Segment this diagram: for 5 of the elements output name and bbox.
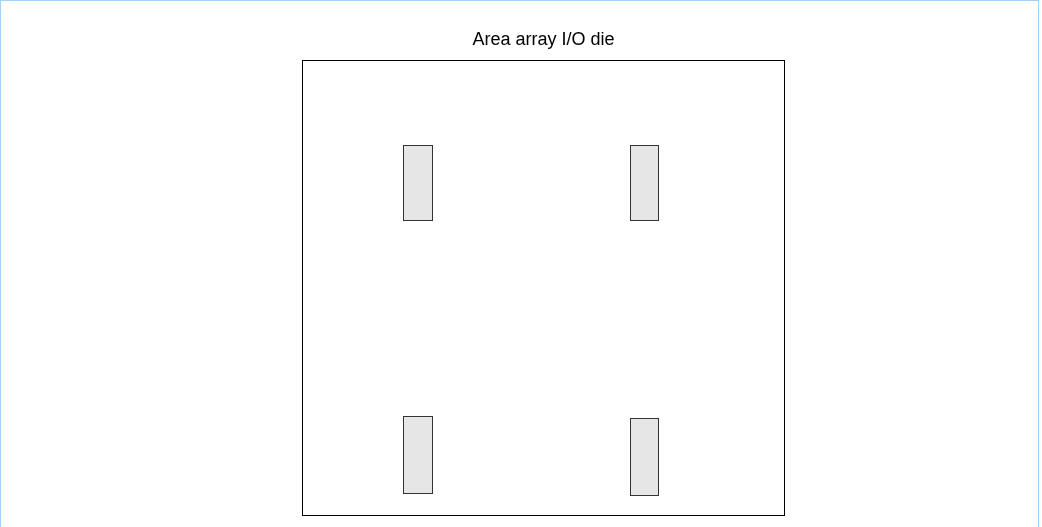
bond-pad: [630, 418, 659, 496]
bond-pad: [403, 416, 433, 494]
bond-pad: [630, 145, 659, 221]
die-label: Area array I/O die: [471, 28, 616, 50]
bond-pad: [403, 145, 433, 221]
